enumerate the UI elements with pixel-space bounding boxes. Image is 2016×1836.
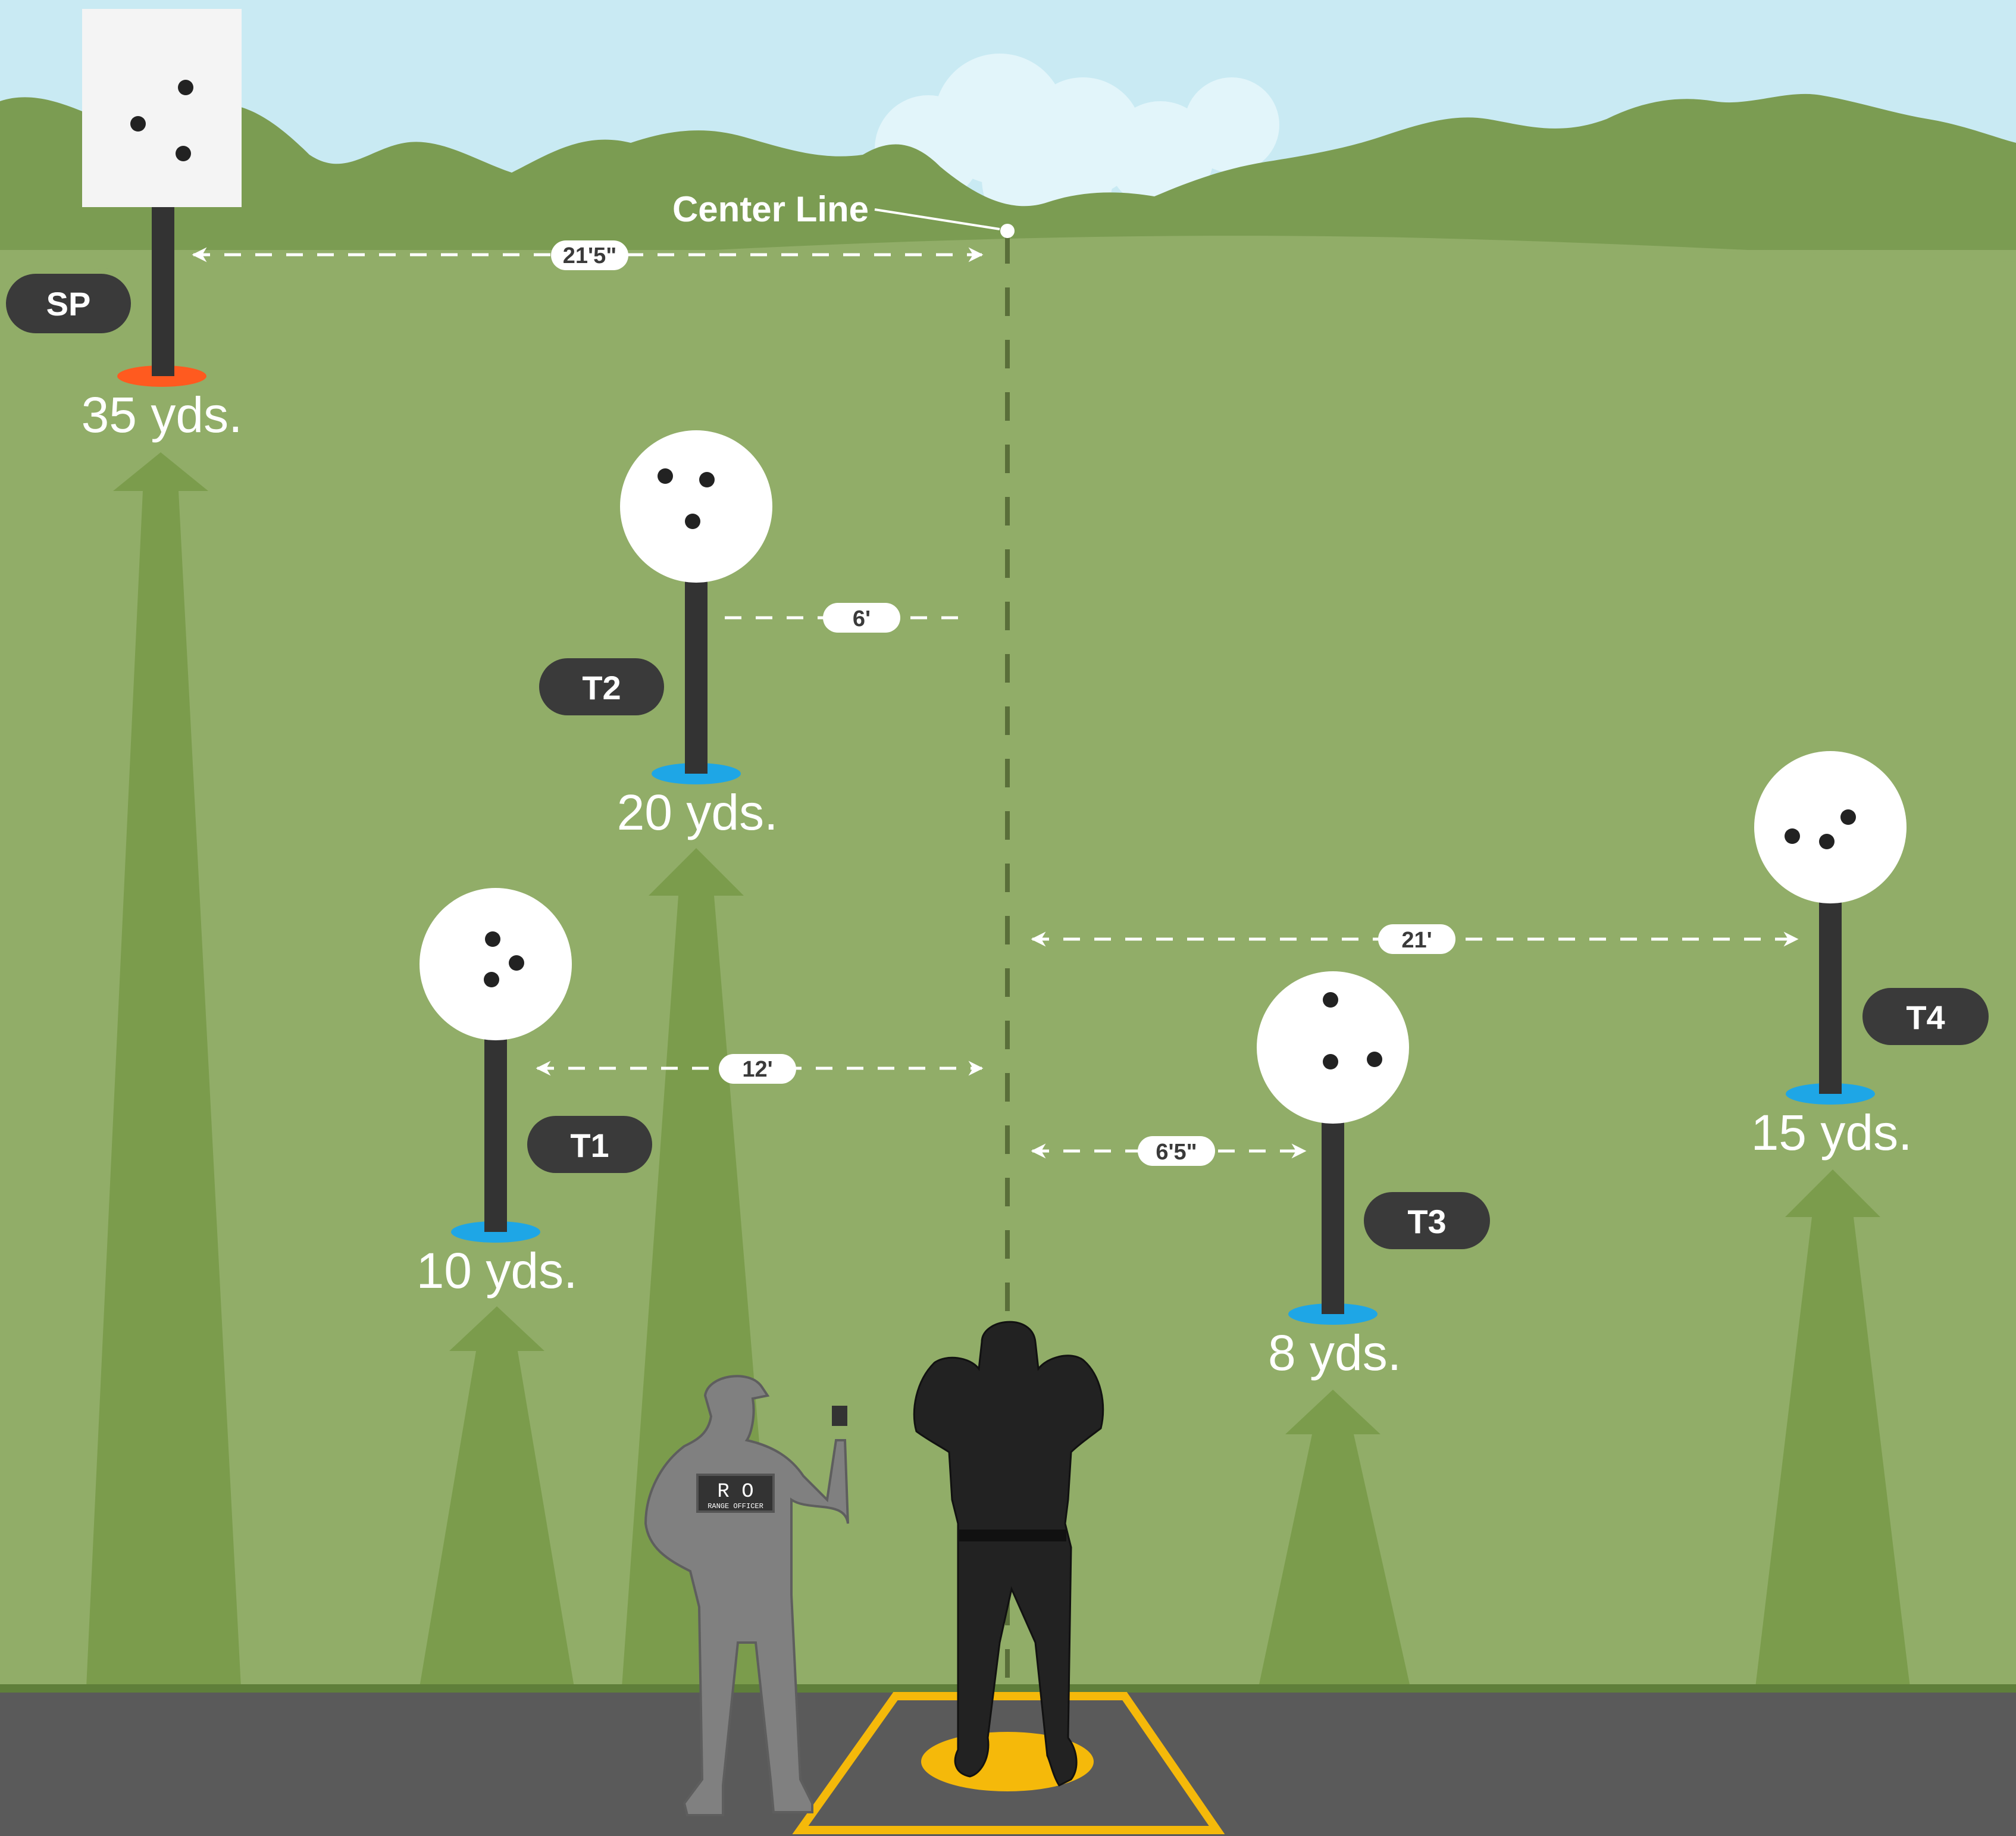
- dimension-t4-label: 21': [1401, 928, 1432, 953]
- target-t2-distance: 20 yds.: [617, 784, 778, 840]
- target-t2-plate: [620, 430, 772, 583]
- center-line-point: [1000, 224, 1015, 238]
- bullet-hole: [685, 514, 700, 529]
- bullet-hole: [1323, 1054, 1338, 1069]
- target-t4-plate: [1754, 751, 1907, 903]
- target-t1-distance: 10 yds.: [417, 1243, 578, 1299]
- bullet-hole: [509, 955, 524, 971]
- target-t4-distance: 15 yds.: [1751, 1105, 1912, 1161]
- target-t2-post: [685, 574, 708, 774]
- shooter-belt: [959, 1530, 1066, 1541]
- target-t3-tag-label: T3: [1407, 1203, 1446, 1240]
- target-t1-tag-label: T1: [570, 1127, 609, 1164]
- bullet-hole: [485, 931, 500, 947]
- range-officer-vest-title: R O: [717, 1481, 753, 1503]
- dimension-t1-label: 12': [742, 1057, 772, 1082]
- dimension-sp-label: 21'5": [563, 243, 616, 268]
- phone-icon: [832, 1406, 847, 1426]
- target-t3-distance: 8 yds.: [1268, 1325, 1401, 1381]
- bullet-hole: [1819, 834, 1835, 849]
- bullet-hole: [130, 116, 146, 132]
- target-t4-tag-label: T4: [1906, 999, 1945, 1036]
- range-officer-vest-subtitle: RANGE OFFICER: [708, 1502, 763, 1510]
- bullet-hole: [484, 972, 499, 987]
- center-line-label: Center Line: [672, 189, 869, 229]
- bullet-hole: [1785, 828, 1800, 844]
- target-sp-post: [152, 202, 174, 376]
- target-t2-tag-label: T2: [582, 669, 621, 706]
- target-t4-post: [1819, 896, 1842, 1094]
- target-t1-post: [484, 1033, 507, 1232]
- dimension-t2-label: 6': [853, 606, 871, 631]
- target-sp-tag-label: SP: [46, 285, 91, 323]
- bullet-hole: [1840, 809, 1856, 825]
- grass-edge: [0, 1684, 2016, 1693]
- target-sp-distance: 35 yds.: [82, 387, 243, 443]
- bullet-hole: [1367, 1052, 1382, 1067]
- bullet-hole: [1323, 992, 1338, 1008]
- dimension-t3-label: 6'5": [1156, 1140, 1197, 1165]
- bullet-hole: [178, 80, 193, 95]
- target-sp-plate: [82, 9, 242, 207]
- target-t1-plate: [420, 888, 572, 1040]
- bullet-hole: [658, 468, 673, 484]
- bullet-hole: [699, 472, 715, 487]
- target-t3-post: [1322, 1116, 1344, 1314]
- bullet-hole: [176, 146, 191, 161]
